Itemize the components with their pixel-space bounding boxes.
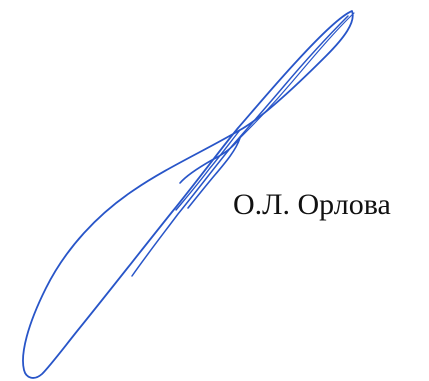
- signer-name: О.Л. Орлова: [233, 188, 391, 221]
